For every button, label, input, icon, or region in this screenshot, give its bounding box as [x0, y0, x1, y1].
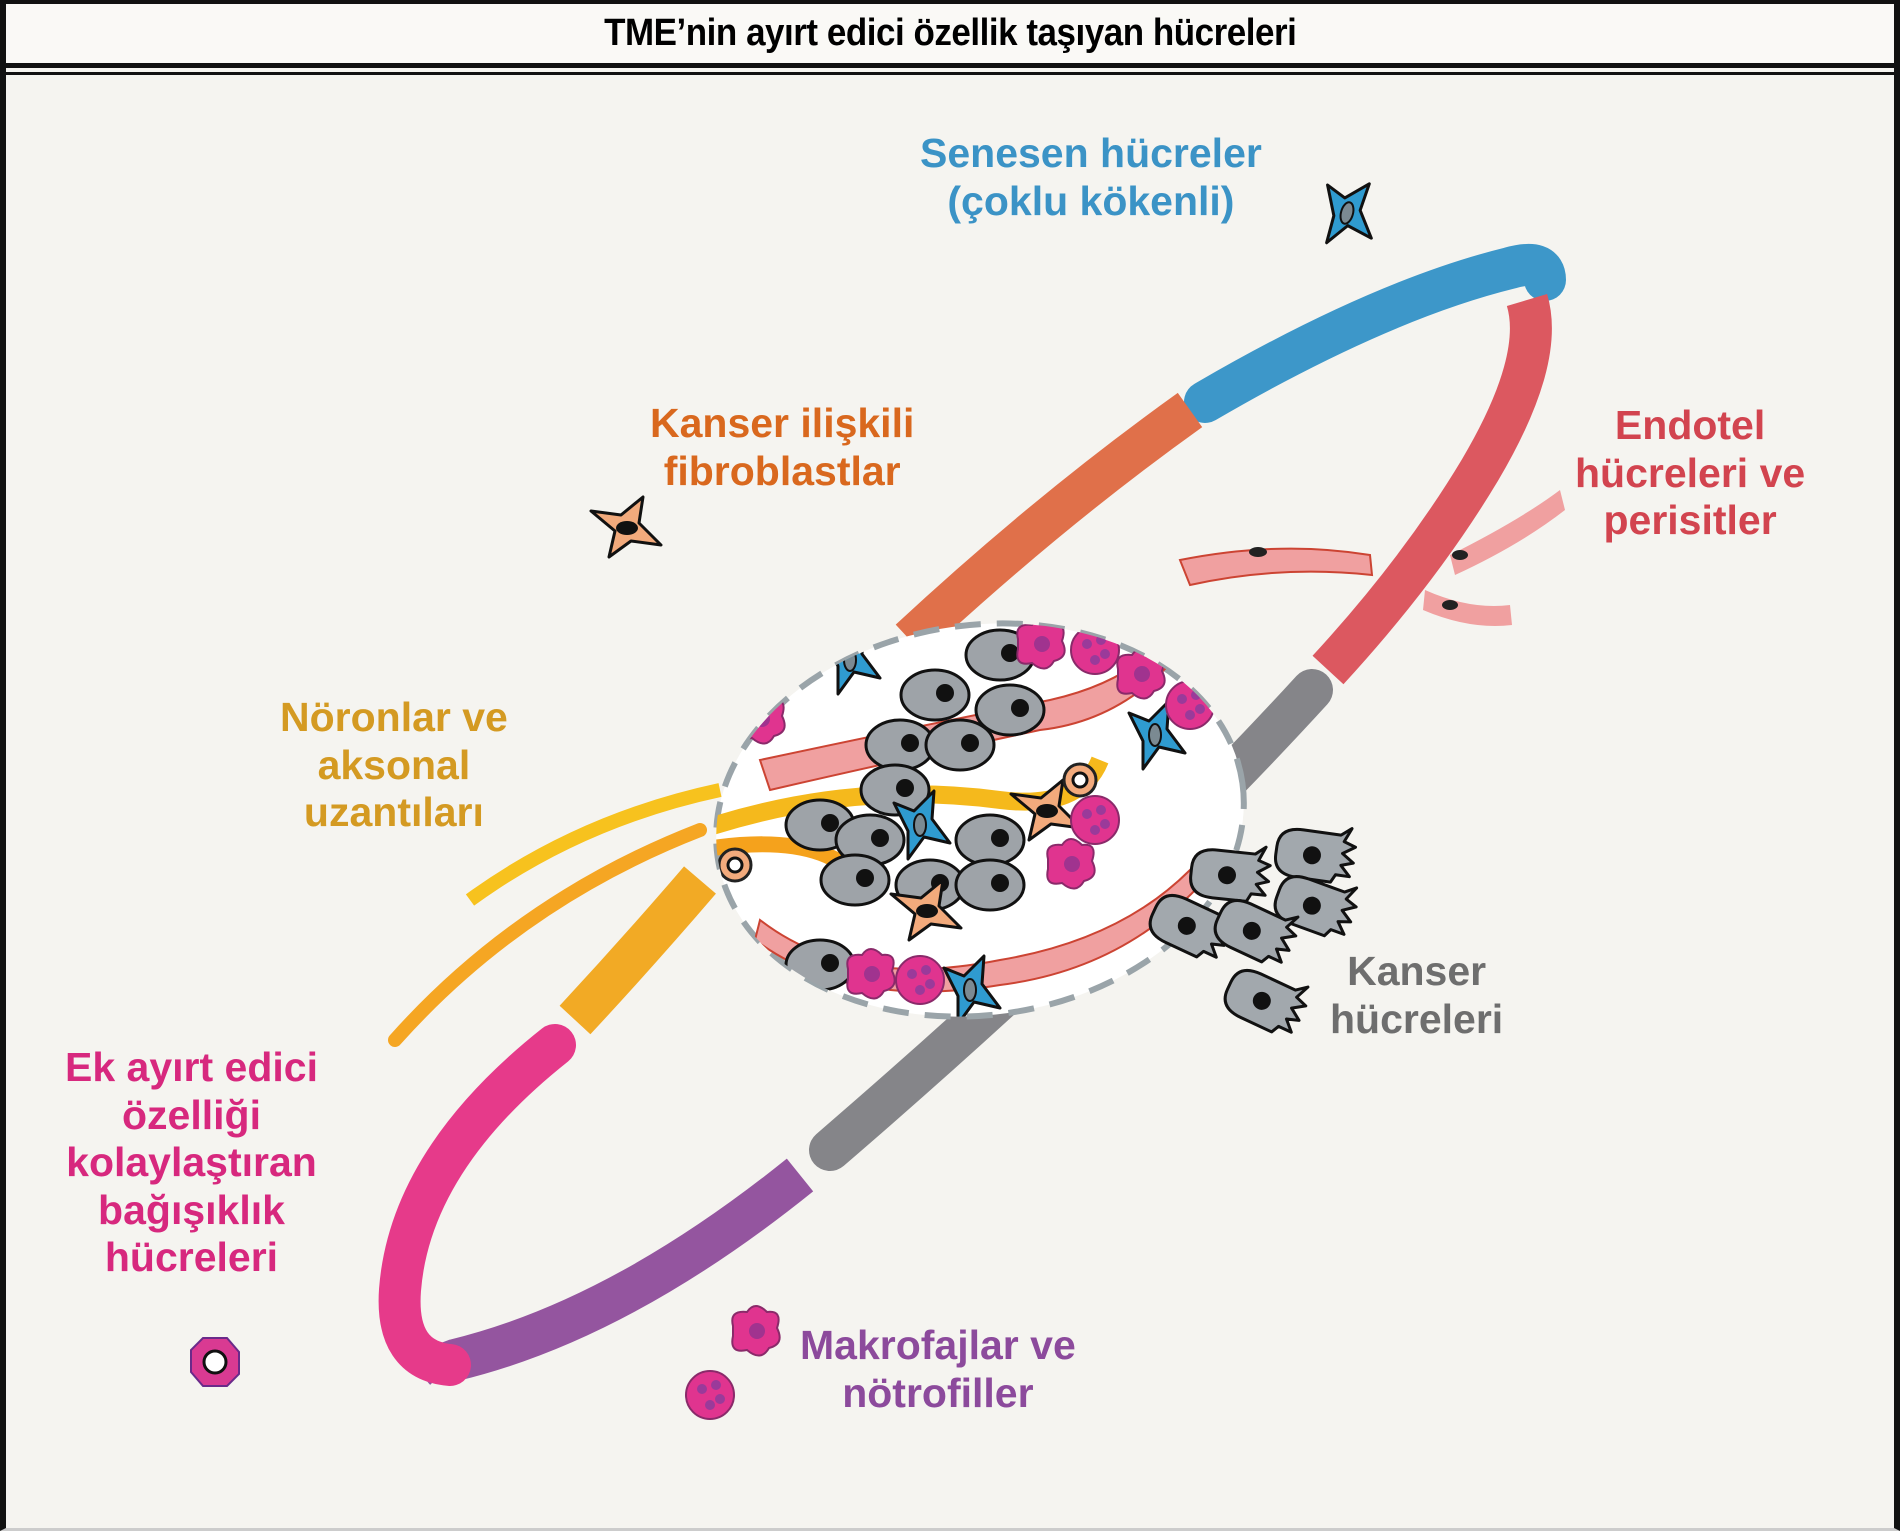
label-endothelial-cells: Endotel hücreleri ve perisitler [1575, 402, 1806, 544]
senescent-cell-icon [1311, 171, 1387, 256]
ring-segment-endothelial [1312, 293, 1552, 685]
title-band: TME’nin ayırt edici özellik taşıyan hücr… [6, 4, 1894, 68]
label-senescent-cells: Senesen hücreler (çoklu kökenli) [920, 130, 1262, 224]
blood-vessels [1178, 490, 1565, 626]
caf-cell-icon [589, 495, 663, 559]
label-neurons: Nöronlar ve aksonal uzantıları [280, 694, 508, 836]
label-immune-cells: Ek ayırt edici özelliği kolaylaştıran ba… [65, 1044, 318, 1281]
tumor-microenvironment [697, 618, 1247, 1026]
immune-cell-icon [190, 1337, 240, 1387]
ring-segment-caf [895, 392, 1203, 656]
label-cancer-cells: Kanser hücreleri [1330, 948, 1504, 1042]
title-divider [6, 68, 1894, 75]
axon-projections [388, 783, 722, 1047]
ring-segment-senescent [1184, 244, 1566, 423]
neutrophil-icon [685, 1370, 735, 1420]
figure-title: TME’nin ayırt edici özellik taşıyan hücr… [603, 12, 1297, 54]
ring-segment-neurons [559, 866, 716, 1035]
label-macrophages-neutrophils: Makrofajlar ve nötrofiller [800, 1322, 1076, 1416]
label-cancer-associated-fibroblasts: Kanser ilişkili fibroblastlar [650, 400, 915, 494]
macrophage-icon [731, 1305, 781, 1357]
ring-segment-immune [378, 1024, 576, 1386]
